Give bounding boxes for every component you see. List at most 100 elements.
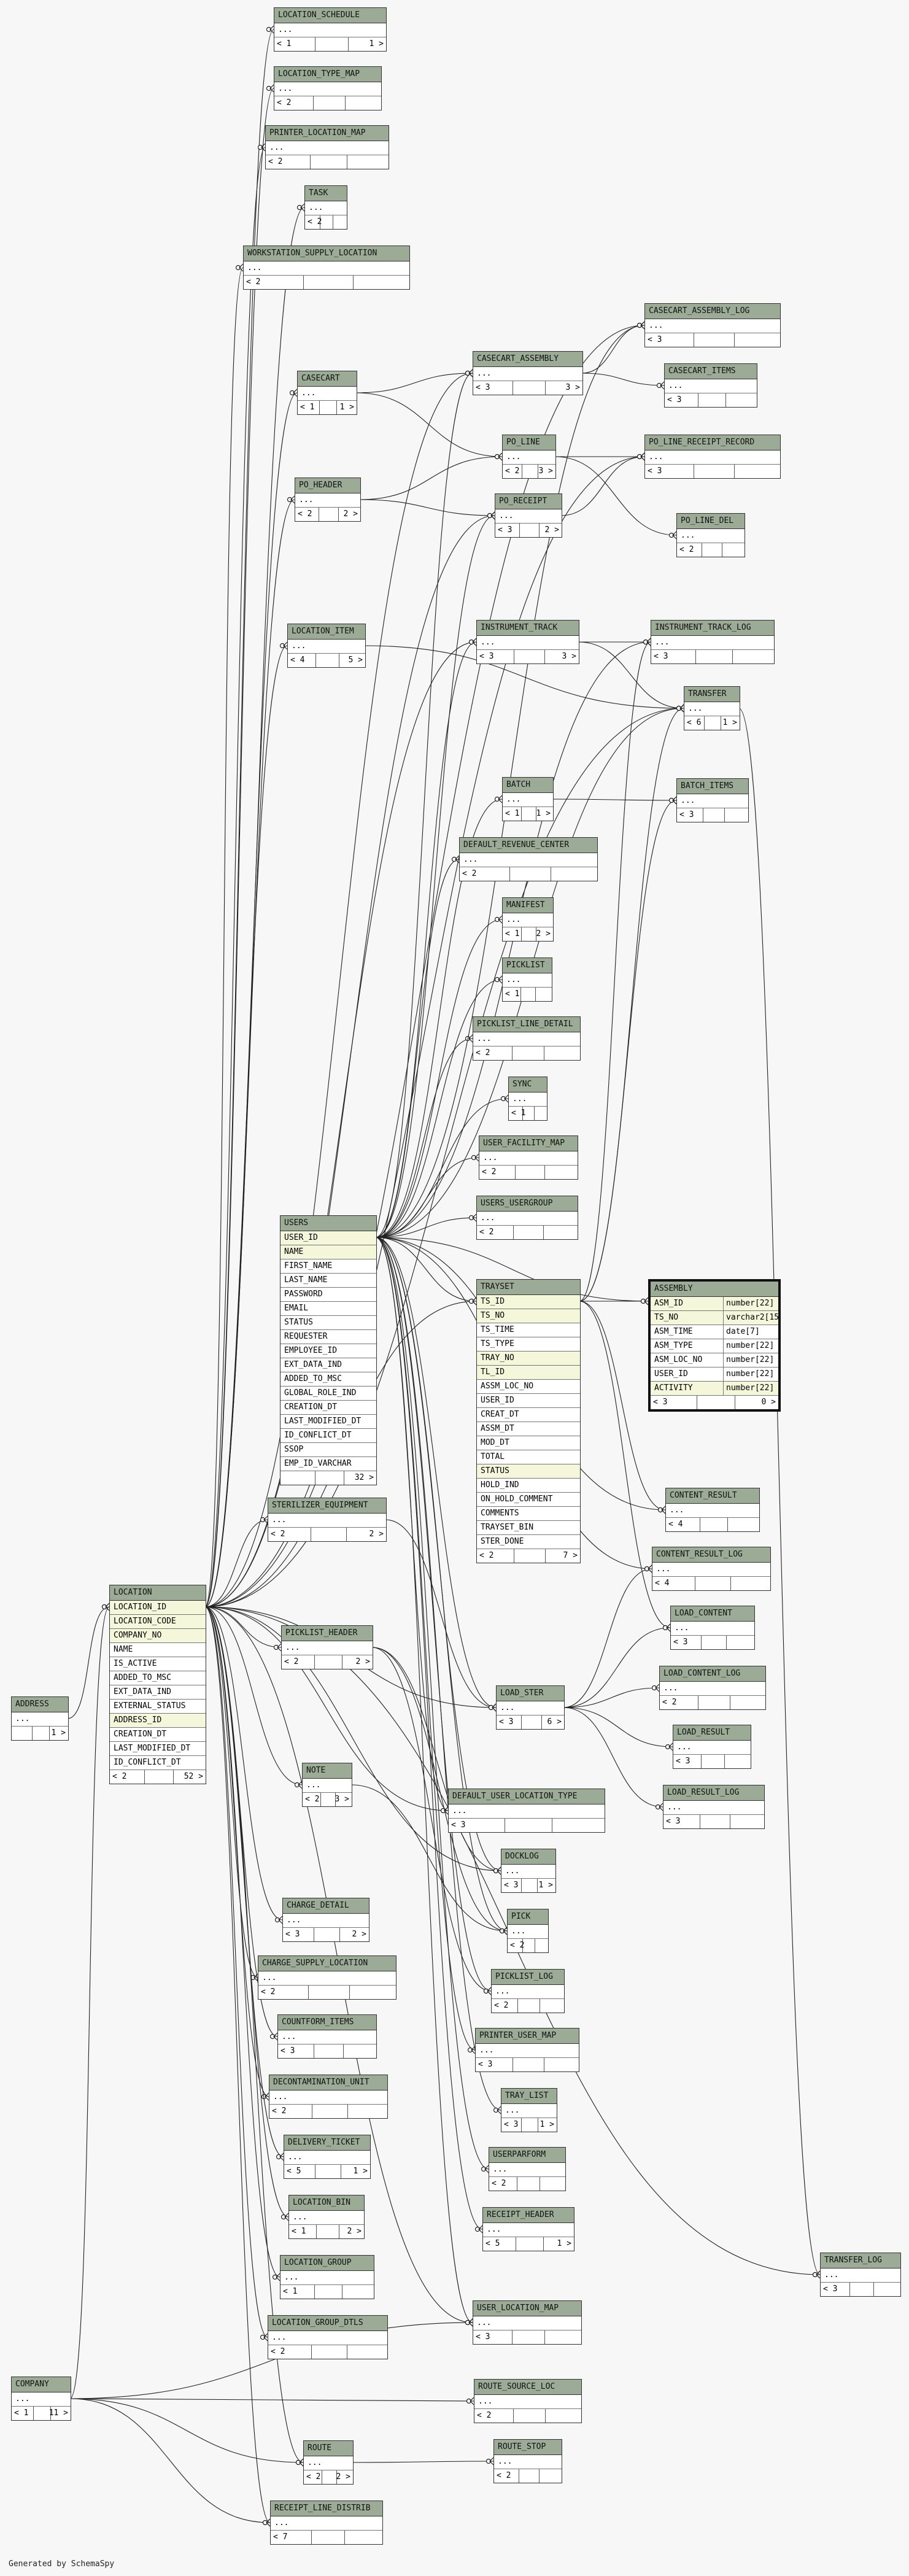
column-row: ON_HOLD_COMMENT — [477, 1493, 580, 1507]
crows-foot-marker — [665, 1744, 671, 1750]
table-charge-supply-location[interactable]: CHARGE_SUPPLY_LOCATION...< 2 — [258, 1955, 396, 2000]
table-name: LOAD_RESULT — [673, 1725, 751, 1741]
table-instrument-track-log[interactable]: INSTRUMENT_TRACK_LOG...< 3 — [651, 620, 775, 664]
table-decontamination-unit[interactable]: DECONTAMINATION_UNIT...< 2 — [269, 2075, 388, 2119]
relationship-line — [371, 1647, 492, 1992]
column-name: GLOBAL_ROLE_IND — [284, 1388, 357, 1398]
table-route-source-loc[interactable]: ROUTE_SOURCE_LOC...< 2 — [474, 2379, 582, 2423]
table-casecart-assembly-log[interactable]: CASECART_ASSEMBLY_LOG...< 3 — [644, 303, 781, 347]
column-row: ... — [645, 451, 780, 465]
table-default-revenue-center[interactable]: DEFAULT_REVENUE_CENTER...< 2 — [459, 837, 598, 881]
relationship-counts: < 2 — [274, 96, 381, 110]
table-sync[interactable]: SYNC...< 1 — [508, 1077, 547, 1121]
crows-foot-marker — [474, 1153, 479, 1162]
table-user-location-map[interactable]: USER_LOCATION_MAP...< 3 — [473, 2300, 582, 2345]
table-load-content-log[interactable]: LOAD_CONTENT_LOG...< 2 — [659, 1666, 766, 1710]
parent-count: < 2 — [482, 1167, 497, 1177]
column-row: ID_CONFLICT_DT — [110, 1756, 206, 1770]
crows-foot-marker — [493, 2107, 499, 2113]
table-po-line-receipt-record[interactable]: PO_LINE_RECEIPT_RECORD...< 3 — [644, 435, 781, 479]
footer-divider — [32, 1727, 33, 1740]
relationship-counts: < 2 — [266, 155, 389, 169]
crows-foot-marker — [269, 84, 274, 93]
crows-foot-marker — [655, 1684, 660, 1692]
column-row: ... — [666, 1504, 759, 1518]
table-po-line-del[interactable]: PO_LINE_DEL...< 2 — [676, 513, 745, 557]
parent-count: < 1 — [277, 39, 292, 48]
table-printer-location-map[interactable]: PRINTER_LOCATION_MAP...< 2 — [265, 125, 389, 169]
table-picklist-log[interactable]: PICKLIST_LOG...< 2 — [491, 1969, 565, 2013]
table-user-facility-map[interactable]: USER_FACILITY_MAP...< 2 — [479, 1135, 578, 1180]
table-content-result[interactable]: CONTENT_RESULT...< 4 — [665, 1488, 760, 1532]
footer-divider — [544, 1166, 545, 1179]
column-name: HOLD_IND — [481, 1480, 519, 1490]
table-pick[interactable]: PICK...< 2 — [507, 1909, 549, 1953]
table-load-result-log[interactable]: LOAD_RESULT_LOG...< 3 — [663, 1785, 765, 1829]
table-receipt-line-distrib[interactable]: RECEIPT_LINE_DISTRIB...< 7 — [270, 2501, 383, 2545]
table-task[interactable]: TASK...< 2 — [304, 185, 347, 230]
parent-count: < 4 — [668, 1520, 683, 1529]
column-row: ... — [289, 2211, 364, 2225]
table-users-usergroup[interactable]: USERS_USERGROUP...< 2 — [476, 1196, 578, 1240]
table-route-stop[interactable]: ROUTE_STOP...< 2 — [493, 2439, 562, 2483]
table-printer-user-map[interactable]: PRINTER_USER_MAP...< 3 — [475, 2028, 579, 2072]
table-userparform[interactable]: USERPARFORM...< 2 — [489, 2147, 566, 2191]
crows-foot-marker — [499, 1928, 505, 1934]
crows-foot-marker — [487, 512, 493, 519]
table-workstation-supply-location[interactable]: WORKSTATION_SUPPLY_LOCATION...< 2 — [243, 246, 410, 290]
column-name: CREATION_DT — [284, 1402, 338, 1412]
table-content-result-log[interactable]: CONTENT_RESULT_LOG...< 4 — [652, 1547, 771, 1591]
column-name: USER_ID — [654, 1369, 688, 1379]
table-load-content[interactable]: LOAD_CONTENT...< 3 — [670, 1606, 755, 1650]
table-casecart-items[interactable]: CASECART_ITEMS...< 3 — [664, 363, 757, 408]
relationship-line — [371, 1647, 508, 1932]
column-name: ID_CONFLICT_DT — [284, 1431, 352, 1440]
table-default-user-location-type[interactable]: DEFAULT_USER_LOCATION_TYPE...< 3 — [448, 1789, 605, 1833]
relationship-line — [204, 1606, 280, 2278]
table-picklist-line-detail[interactable]: PICKLIST_LINE_DETAIL...< 2 — [473, 1016, 581, 1061]
column-row: ... — [268, 2331, 387, 2345]
table-location-type-map[interactable]: LOCATION_TYPE_MAP...< 2 — [274, 66, 382, 110]
table-name: PO_LINE_RECEIPT_RECORD — [645, 435, 780, 451]
crows-foot-marker — [265, 2092, 269, 2101]
table-location-group-dtls[interactable]: LOCATION_GROUP_DTLS...< 2 — [268, 2315, 388, 2359]
table-batch-items[interactable]: BATCH_ITEMS...< 3 — [676, 778, 749, 822]
table-load-result[interactable]: LOAD_RESULT...< 3 — [673, 1725, 751, 1769]
column-name: ... — [292, 641, 306, 651]
table-address[interactable]: ADDRESS...1 > — [11, 1696, 69, 1741]
column-name: USER_ID — [284, 1233, 318, 1242]
table-name: PICKLIST — [503, 958, 552, 973]
table-transfer-log[interactable]: TRANSFER_LOG...< 3 — [820, 2253, 901, 2297]
table-countform-items[interactable]: COUNTFORM_ITEMS...< 3 — [277, 2014, 377, 2059]
table-location-group[interactable]: LOCATION_GROUP...< 1 — [280, 2255, 374, 2299]
table-picklist[interactable]: PICKLIST...< 1 — [502, 957, 552, 1002]
